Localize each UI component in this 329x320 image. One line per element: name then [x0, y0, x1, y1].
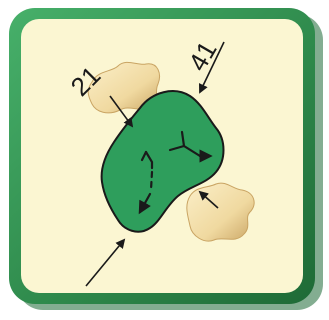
pebble-lower-right	[187, 183, 254, 241]
